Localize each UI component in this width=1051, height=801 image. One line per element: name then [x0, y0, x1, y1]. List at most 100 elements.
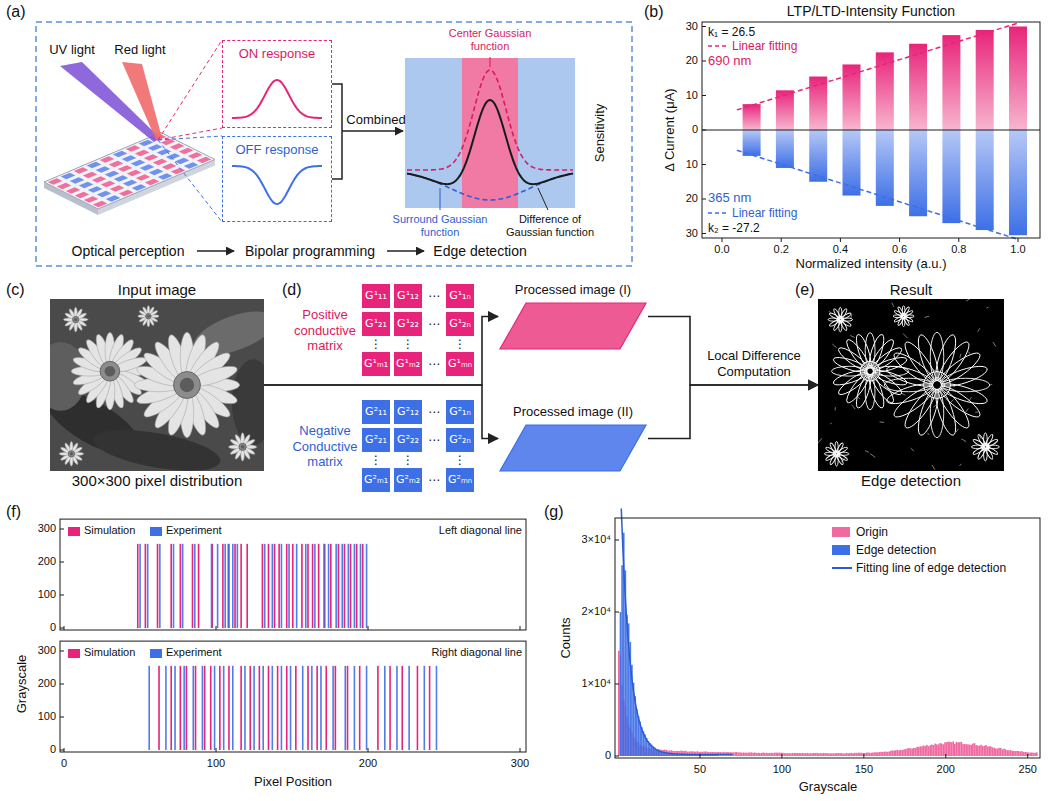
- device-array: [135, 150, 150, 157]
- tick-label: 300: [38, 522, 56, 535]
- node-text: G²ₘ₂: [396, 468, 420, 492]
- edge-map: [833, 308, 841, 319]
- photo: [174, 372, 201, 399]
- histogram-chart: [949, 742, 951, 756]
- edge-map: [993, 342, 996, 347]
- matrix-label: Negative Conductive matrix: [286, 423, 364, 470]
- step-label: Bipolar programming: [245, 243, 375, 260]
- edge-map: [835, 407, 836, 410]
- histogram-chart: [816, 753, 818, 756]
- photo: [70, 452, 73, 455]
- edge-map: [927, 433, 929, 435]
- device-array: [158, 173, 173, 180]
- line-profile-chart: [347, 666, 349, 750]
- light-label: UV light: [49, 42, 95, 58]
- line-profile-chart: [344, 544, 346, 628]
- ellipsis: ⋮: [454, 337, 466, 351]
- node-text: Processed image (II): [513, 404, 633, 419]
- line-profile-chart: [268, 544, 270, 628]
- line-profile-chart: [281, 544, 283, 628]
- tick-label: 200: [359, 757, 377, 770]
- histogram-chart: [898, 750, 900, 756]
- line-profile-chart: [288, 544, 290, 628]
- histogram-chart: [857, 753, 859, 756]
- tick-label: 300: [38, 644, 56, 657]
- node-text: G²₂₂: [396, 428, 420, 452]
- legend-line: [832, 564, 852, 572]
- device-array: [105, 171, 120, 178]
- axis-title: Grayscale: [14, 655, 30, 714]
- histogram-chart: [1036, 752, 1038, 756]
- photo: [63, 307, 88, 332]
- fit-slope: k₁ = 26.5: [708, 25, 755, 39]
- histogram-chart: [977, 745, 979, 756]
- histogram-chart: [684, 751, 686, 756]
- matrix-cell: G²ₘ₁: [362, 468, 390, 492]
- edge-map: [818, 438, 822, 443]
- histogram-chart: [983, 746, 985, 756]
- node-text: G¹₂ₙ: [448, 312, 472, 336]
- histogram-chart: [615, 518, 1040, 758]
- histogram-chart: [1023, 752, 1025, 756]
- line-profile-chart: [344, 666, 346, 750]
- image-plane: [498, 301, 648, 351]
- legend-swatch: [68, 527, 80, 536]
- tick-label: 0.6: [892, 243, 907, 256]
- histogram-chart: [1021, 751, 1023, 756]
- node-text: G¹ₘ₂: [396, 352, 420, 376]
- matrix-cell: G²₂₁: [362, 428, 390, 452]
- histogram-chart: [902, 750, 904, 756]
- line-profile-chart: [277, 666, 279, 750]
- line-profile-chart: [60, 562, 64, 563]
- light-beams: [158, 128, 222, 140]
- line-profile-chart: [350, 544, 352, 628]
- line-profile-chart: [165, 666, 167, 750]
- line-profile-chart: [210, 666, 212, 750]
- legend-text: Origin: [856, 525, 888, 539]
- edge-map: [884, 378, 933, 391]
- photo: [239, 443, 246, 450]
- line-profile-chart: [145, 544, 147, 628]
- line-profile-chart: [360, 544, 362, 628]
- bar-chart: [909, 130, 927, 216]
- edge-map: [880, 421, 885, 422]
- histogram-chart: [1008, 750, 1010, 756]
- line-profile-chart: [244, 666, 246, 750]
- legend-line: [708, 42, 728, 50]
- line-profile-chart: [202, 666, 204, 750]
- histogram-chart: [965, 744, 967, 756]
- histogram-chart: [664, 753, 666, 756]
- line-profile-chart: [262, 666, 264, 750]
- line-profile-chart: [264, 544, 266, 628]
- device-array: [97, 191, 112, 198]
- line-profile-chart: [362, 544, 364, 628]
- line-profile-chart: [356, 544, 358, 628]
- legend-text: Edge detection: [856, 543, 936, 557]
- tick-label: 0.2: [774, 243, 789, 256]
- line-profile-chart: [249, 666, 251, 750]
- edge-map: [986, 307, 988, 309]
- response-box: OFF response: [222, 136, 332, 222]
- histogram-chart: [829, 753, 831, 756]
- edge-map: [932, 465, 935, 470]
- line-profile-chart: [307, 544, 309, 628]
- node-text: Edge detection: [861, 472, 961, 489]
- line-profile-chart: [268, 666, 270, 750]
- histogram-chart: [788, 753, 790, 756]
- tick-label: 1.0: [1010, 243, 1025, 256]
- histogram-chart: [979, 746, 981, 756]
- legend-text: Simulation: [84, 524, 135, 537]
- histogram-chart: [752, 753, 754, 756]
- line-profile-chart: [219, 666, 221, 750]
- histogram-chart: [766, 753, 768, 756]
- line-profile-chart: [194, 544, 196, 628]
- panel-label: (a): [6, 2, 26, 21]
- line-profile-chart: [281, 666, 283, 750]
- histogram-chart: [774, 753, 776, 756]
- line-profile-chart: [232, 666, 234, 750]
- line-profile-chart: [396, 666, 398, 750]
- histogram-chart: [747, 753, 749, 756]
- processed-image: Processed image (II): [498, 404, 648, 473]
- line-profile-chart: [60, 628, 64, 629]
- line-profile-chart: [272, 666, 274, 750]
